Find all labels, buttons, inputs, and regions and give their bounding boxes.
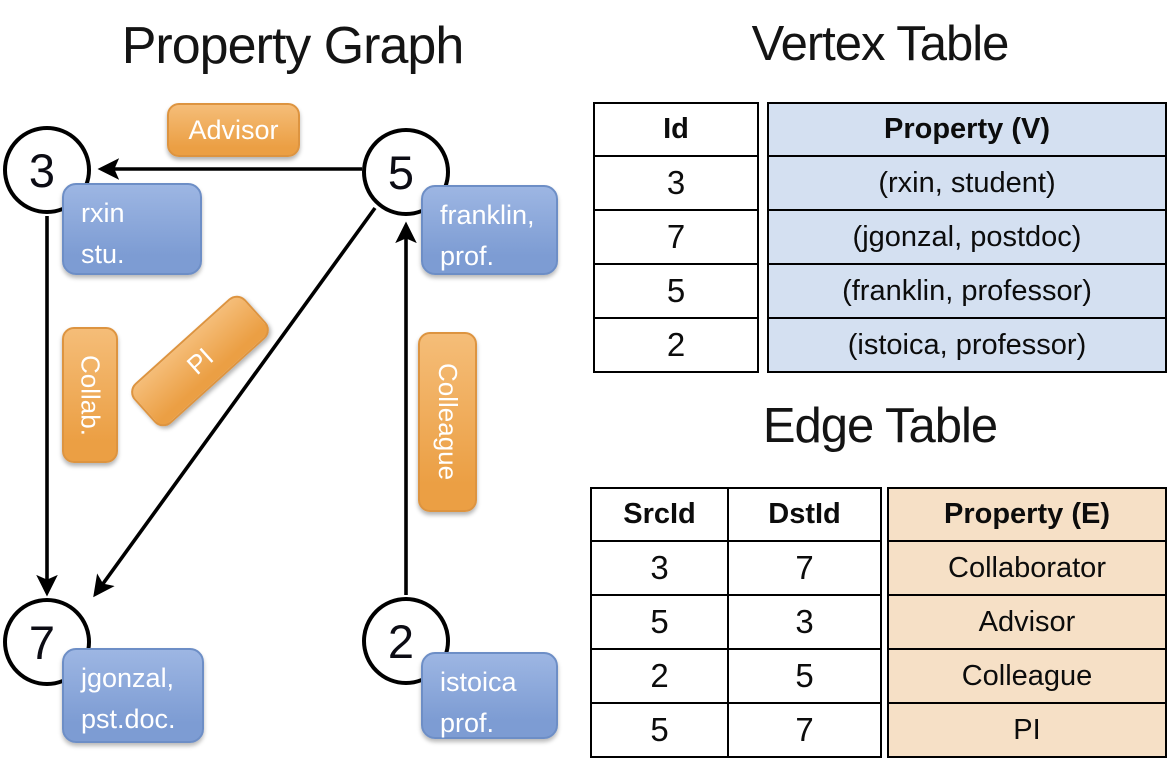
edge-table-cell-dstid: 5 (727, 648, 880, 702)
edge-table-header-property: Property (E) (944, 498, 1110, 530)
edge-label-collab: Collab. (62, 327, 118, 463)
edge-table-cell-srcid: 5 (592, 594, 727, 648)
edge-table: SrcId DstId 3 7 5 3 2 5 5 7 Property (E)… (590, 487, 1167, 758)
edge-table-cell-property: Collaborator (889, 540, 1165, 594)
edge-table-cell-dstid: 7 (727, 702, 880, 756)
edge-label-colleague-text: Colleague (433, 363, 463, 481)
vertex-table-column-gap (759, 102, 767, 373)
vertex-table-cell-property: (jgonzal, postdoc) (769, 209, 1165, 263)
edge-table-cell-dstid: 3 (727, 594, 880, 648)
edge-label-colleague: Colleague (418, 332, 477, 512)
vertex-property-box-istoica: istoica prof. (421, 652, 558, 739)
edge-table-cell-dstid: 7 (727, 540, 880, 594)
vertex-table-cell-id: 3 (595, 155, 757, 209)
edge-label-collab-text: Collab. (75, 354, 106, 436)
vertex-property-line: pst.doc. (81, 703, 176, 734)
edge-label-pi: PI (126, 290, 274, 432)
vertex-property-line: franklin, (440, 200, 535, 230)
vertex-table-cell-id: 7 (595, 209, 757, 263)
edge-table-header-dstid: DstId (727, 489, 880, 540)
vertex-property-line: istoica (440, 667, 517, 697)
vertex-property-line: rxin (81, 198, 125, 228)
vertex-node-5-id: 5 (387, 145, 415, 199)
vertex-table-cell-id: 5 (595, 263, 757, 317)
vertex-property-line: prof. (440, 240, 495, 271)
vertex-property-box-jgonzal: jgonzal, pst.doc. (62, 648, 204, 743)
vertex-table: Id 3 7 5 2 Property (V) (rxin, student) … (593, 102, 1167, 373)
edge-table-title: Edge Table (762, 399, 998, 453)
edge-table-cell-srcid: 3 (592, 540, 727, 594)
vertex-table-header-property: Property (V) (884, 113, 1050, 145)
vertex-table-cell-property: (franklin, professor) (769, 263, 1165, 317)
vertex-node-2-id: 2 (387, 614, 415, 668)
vertex-property-line: jgonzal, (81, 663, 175, 693)
edge-table-property-column: Property (E) Collaborator Advisor Collea… (887, 487, 1167, 758)
vertex-node-7-id: 7 (28, 615, 56, 669)
vertex-property-line: prof. (440, 707, 495, 738)
vertex-node-3-id: 3 (28, 143, 56, 197)
vertex-table-property-column: Property (V) (rxin, student) (jgonzal, p… (767, 102, 1167, 373)
edge-table-header-srcid: SrcId (623, 498, 696, 530)
property-graph-title: Property Graph (121, 17, 465, 75)
edge-label-pi-text: PI (180, 341, 219, 381)
vertex-table-cell-property: (rxin, student) (769, 155, 1165, 209)
vertex-table-title: Vertex Table (751, 17, 1010, 71)
edge-table-cell-property: Colleague (889, 648, 1165, 702)
vertex-property-box-rxin: rxin stu. (62, 183, 202, 275)
vertex-property-box-franklin: franklin, prof. (421, 185, 558, 275)
edge-label-advisor-text: Advisor (188, 114, 279, 145)
edge-table-src-dst-columns: SrcId DstId 3 7 5 3 2 5 5 7 (590, 487, 882, 758)
vertex-table-id-column: Id 3 7 5 2 (593, 102, 759, 373)
vertex-table-header-id: Id (663, 113, 689, 145)
vertex-table-cell-property: (istoica, professor) (769, 317, 1165, 371)
edge-table-cell-property: PI (889, 702, 1165, 756)
vertex-property-line: stu. (81, 238, 125, 269)
edge-table-cell-srcid: 5 (592, 702, 727, 756)
edge-table-cell-srcid: 2 (592, 648, 727, 702)
vertex-node-3: 3 (3, 126, 91, 214)
vertex-table-cell-id: 2 (595, 317, 757, 371)
edge-table-cell-property: Advisor (889, 594, 1165, 648)
edge-label-advisor: Advisor (167, 103, 300, 157)
vertex-node-5: 5 (362, 128, 450, 216)
